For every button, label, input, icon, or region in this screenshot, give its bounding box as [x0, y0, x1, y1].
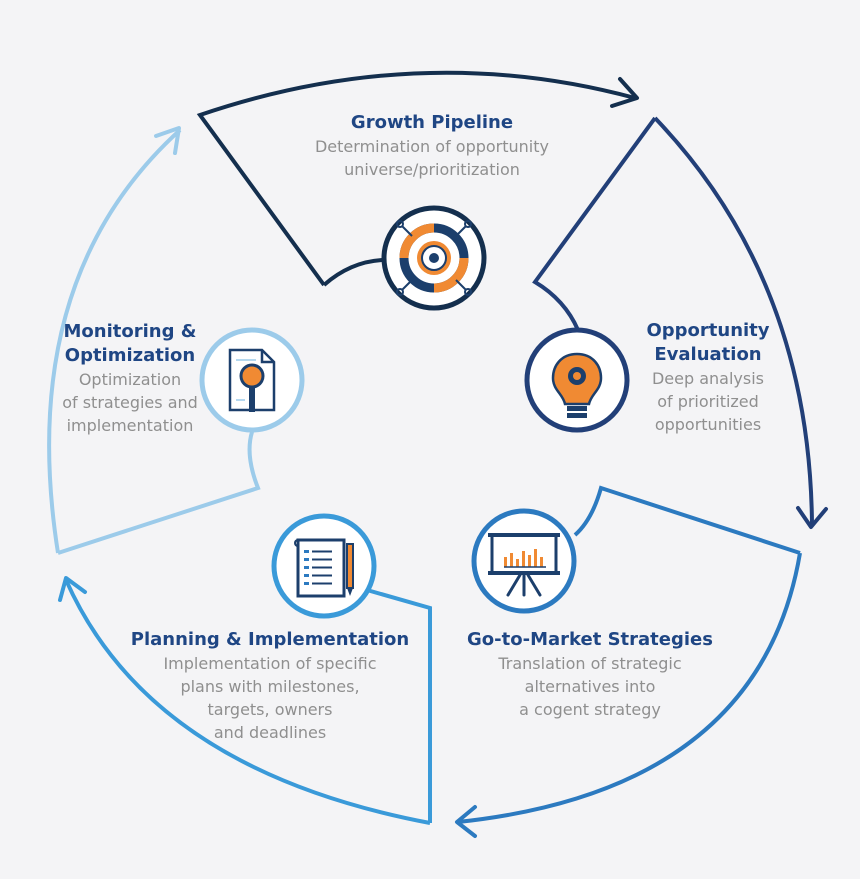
stage-description: Optimization of strategies and implement…: [62, 370, 198, 435]
stage-title: Growth Pipeline: [350, 112, 514, 133]
growth-pipeline-text: Growth Pipeline Determination of opportu…: [232, 111, 632, 181]
stage-title: Go-to-Market Strategies: [467, 629, 713, 650]
monitoring-optimization-arrowhead: [154, 126, 181, 155]
stage-title: Planning & Implementation: [130, 629, 410, 650]
go-to-market-arrowhead: [455, 805, 477, 838]
opportunity-evaluation-text: Opportunity Evaluation Deep analysis of …: [618, 319, 798, 436]
opportunity-evaluation-segment: [532, 116, 828, 529]
magnifier-document-icon: [199, 327, 305, 433]
planning-implementation-arrowhead: [58, 576, 87, 602]
planning-implementation-text: Planning & Implementation Implementation…: [120, 628, 420, 744]
document-plan-icon: [271, 513, 377, 619]
presentation-chart-icon: [471, 508, 577, 614]
stage-description: Deep analysis of prioritized opportuniti…: [651, 369, 765, 434]
go-to-market-text: Go-to-Market Strategies Translation of s…: [440, 628, 740, 721]
opportunity-evaluation-arrowhead: [796, 506, 828, 529]
stage-description: Translation of strategic alternatives in…: [498, 654, 682, 719]
monitoring-optimization-segment: [47, 126, 261, 555]
stage-title: Opportunity Evaluation: [646, 320, 770, 365]
stage-description: Implementation of specific plans with mi…: [163, 654, 377, 742]
lightbulb-gear-icon: [524, 327, 630, 433]
growth-pipeline-segment: [196, 70, 639, 287]
monitoring-optimization-text: Monitoring & Optimization Optimization o…: [40, 320, 220, 437]
growth-pipeline-arrowhead: [610, 77, 639, 108]
stage-title: Monitoring & Optimization: [63, 321, 197, 366]
stage-description: Determination of opportunity universe/pr…: [314, 137, 549, 179]
go-to-market-segment: [455, 485, 802, 838]
gear-target-icon: [381, 205, 487, 311]
